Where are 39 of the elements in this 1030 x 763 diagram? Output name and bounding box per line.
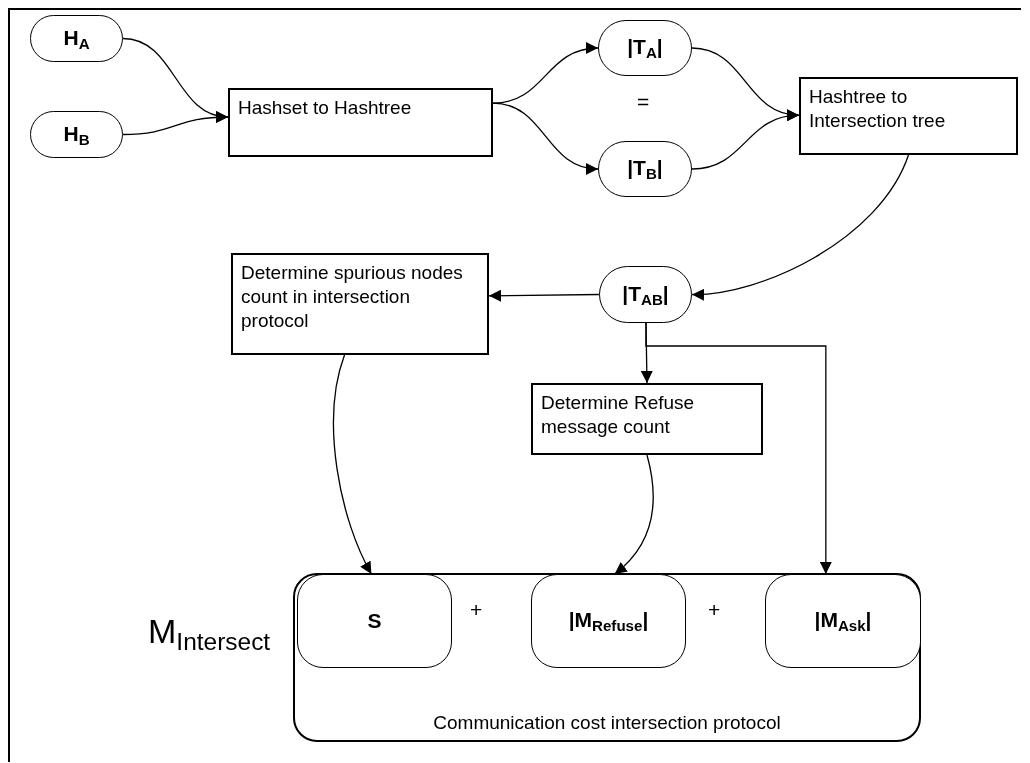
arrow: [691, 110, 800, 170]
node-label: Communication cost intersection protocol: [432, 712, 782, 734]
process-box: [231, 253, 489, 355]
arrow: [332, 354, 373, 575]
node-label: |T$_{AB}$|: [622, 281, 669, 308]
term-node: [765, 574, 921, 668]
rounded-node: [30, 111, 123, 158]
node-label: S: [367, 609, 382, 633]
group-container: [293, 573, 921, 742]
node-label: H$_{A}$: [63, 25, 90, 52]
node-label: |M$_{Refuse}$|: [568, 608, 649, 634]
process-box: [531, 383, 763, 455]
process-box: [228, 88, 493, 157]
node-label: Hashset to Hashtree: [238, 97, 412, 118]
arrow: [614, 454, 654, 575]
rounded-node: [30, 15, 123, 62]
node-label: |T$_{A}$|: [627, 35, 663, 61]
arrow: [492, 43, 599, 104]
term-node: [531, 574, 686, 668]
plus-sign: +: [470, 598, 483, 622]
node-label: Determine Refuse message count: [541, 392, 695, 437]
arrow: [691, 154, 910, 300]
rounded-node: [598, 141, 692, 197]
node-label: Hashtree to Intersection tree: [809, 86, 946, 131]
node-label: H$_{B}$: [63, 121, 90, 148]
arrow: [492, 102, 599, 174]
arrow: [122, 111, 229, 136]
rounded-node: [599, 266, 692, 323]
node-label: |M$_{Ask}$|: [814, 608, 872, 634]
plus-sign: +: [708, 598, 721, 622]
rounded-node: [598, 20, 692, 76]
node-label: |T$_{B}$|: [627, 156, 663, 182]
term-node: [297, 574, 452, 668]
node-label: Determine spurious nodes count in intersection protocol: [241, 262, 463, 331]
arrow: [488, 289, 600, 302]
arrow: [645, 322, 832, 575]
equals-sign: =: [637, 90, 650, 114]
formula-label: M$_{Intersect}$: [148, 612, 271, 657]
process-box: [799, 77, 1018, 155]
